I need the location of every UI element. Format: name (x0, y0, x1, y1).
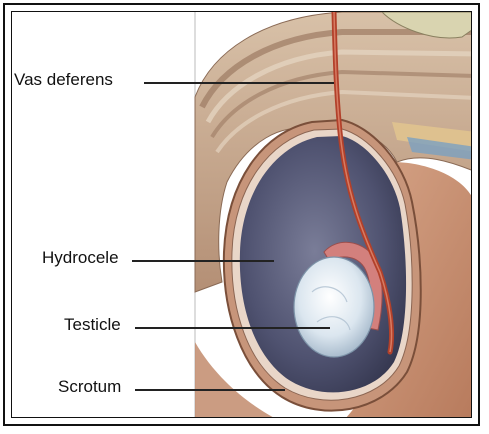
illustration-panel: Vas deferens Hydrocele Testicle Scrotum (11, 11, 472, 418)
label-scrotum: Scrotum (58, 377, 121, 397)
leader-scrotum (135, 389, 285, 391)
testicle (294, 257, 374, 357)
label-testicle: Testicle (64, 315, 121, 335)
figure-frame: Vas deferens Hydrocele Testicle Scrotum (3, 3, 480, 426)
label-hydrocele: Hydrocele (42, 248, 119, 268)
leader-testicle (135, 327, 330, 329)
leader-vas-deferens (144, 82, 334, 84)
leader-hydrocele (132, 260, 274, 262)
label-vas-deferens: Vas deferens (14, 70, 113, 90)
